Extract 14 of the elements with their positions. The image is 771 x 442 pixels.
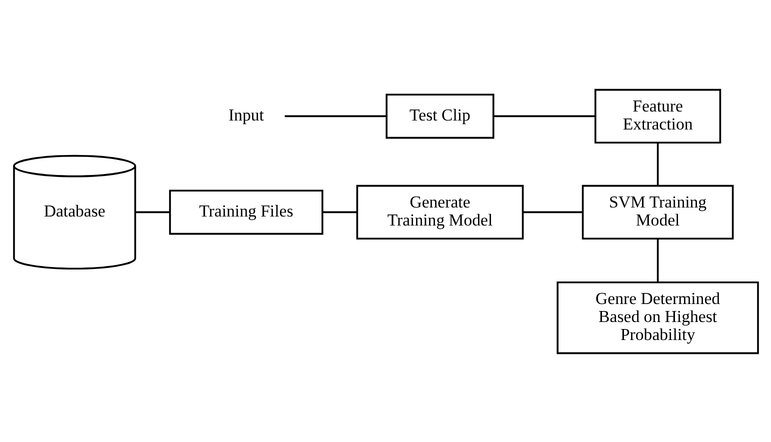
- node-box: Training Files: [168, 189, 323, 234]
- node-box: Test Clip: [385, 93, 494, 138]
- node-box: Generate Training Model: [356, 184, 524, 239]
- node-box: Feature Extraction: [594, 88, 721, 143]
- connector: [134, 210, 170, 213]
- node-box: Genre Determined Based on Highest Probability: [556, 281, 758, 354]
- connector: [322, 210, 356, 213]
- connector: [656, 142, 658, 186]
- node-box: SVM Training Model: [581, 184, 734, 239]
- node-text: Input: [228, 105, 264, 124]
- connector: [493, 114, 595, 117]
- connector: [656, 238, 658, 282]
- connector: [522, 210, 582, 213]
- connector: [284, 114, 386, 117]
